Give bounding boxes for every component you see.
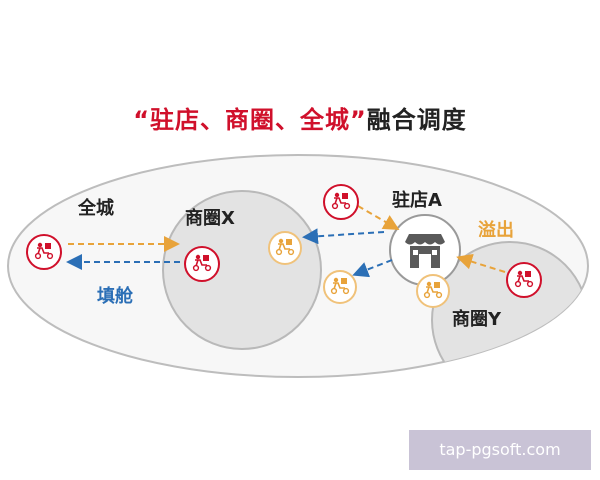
arrow-zoney-to-store: [456, 253, 506, 273]
label-city: 全城: [77, 197, 114, 219]
label-zone-y: 商圈Y: [452, 308, 502, 330]
title-quote-close: ”: [350, 106, 367, 134]
rider-zonex-icon: [184, 246, 220, 282]
arrow-store-to-zonex: [302, 228, 385, 245]
rider-top-icon: [323, 184, 359, 220]
rider-gold-store-icon: [416, 274, 450, 308]
label-zone-x: 商圈X: [185, 207, 235, 229]
arrow-store-to-lower: [352, 259, 393, 278]
rider-city-icon: [26, 234, 62, 270]
rider-zoney-icon: [506, 262, 542, 298]
label-store-a: 驻店A: [392, 189, 442, 211]
shop-icon: [405, 234, 445, 268]
diagram-title: “驻店、商圈、全城”融合调度: [0, 100, 600, 135]
title-quote-open: “: [133, 106, 150, 134]
label-fill: 填舱: [97, 285, 134, 307]
arrow-top-to-store: [357, 205, 400, 231]
rider-gold-lower-icon: [323, 270, 357, 304]
zone-x-circle: [162, 190, 322, 350]
title-dark-part: 融合调度: [366, 106, 467, 134]
title-red-part: 驻店、商圈、全城: [150, 106, 350, 134]
label-overflow: 溢出: [478, 219, 514, 241]
rider-gold-zonex-icon: [268, 231, 302, 265]
watermark: tap-pgsoft.com: [409, 430, 591, 470]
